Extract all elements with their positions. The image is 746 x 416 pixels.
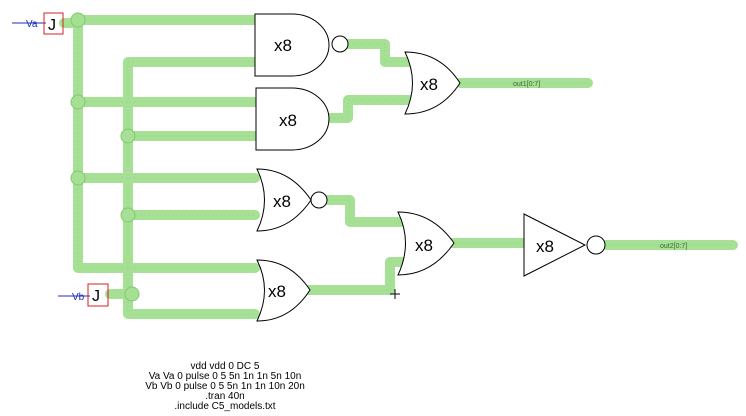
or-gate-bottom-label: x8 xyxy=(268,282,286,301)
wire-nor-to-or2[interactable] xyxy=(323,195,410,227)
or-gate-out1-label: x8 xyxy=(420,75,438,94)
netlist-line: .include C5_models.txt xyxy=(174,401,276,412)
or-gate-out2-body xyxy=(397,211,455,276)
wire-vb-bus[interactable] xyxy=(105,57,260,319)
output-label-out1: out1[0:7] xyxy=(513,81,540,88)
or-gate-out1[interactable]: x8 xyxy=(404,51,461,115)
source-va[interactable]: Va J xyxy=(12,12,64,35)
nand-gate-body xyxy=(254,13,330,77)
crosshair-cursor-icon xyxy=(390,289,400,299)
wires xyxy=(59,15,738,319)
or-gate-out2[interactable]: x8 xyxy=(397,211,455,276)
source-vb-box[interactable] xyxy=(87,283,109,307)
source-vb-label: Vb xyxy=(72,292,85,303)
junction-dot xyxy=(120,128,136,144)
netlist-line: vdd vdd 0 DC 5 xyxy=(190,361,260,372)
inverter-body xyxy=(523,213,587,277)
junction-dot xyxy=(124,286,140,302)
nand-gate-label: x8 xyxy=(274,36,292,55)
and-gate-mid[interactable]: x8 xyxy=(255,87,330,151)
junction-dot xyxy=(70,170,86,186)
source-vb[interactable]: Vb J xyxy=(58,283,109,307)
nor-gate-body xyxy=(256,168,312,232)
nor-gate-mid[interactable]: x8 xyxy=(256,168,328,232)
nor-bubble xyxy=(310,191,328,209)
and-gate-label: x8 xyxy=(279,111,297,130)
netlist-line: Va Va 0 pulse 0 5 5n 1n 1n 5n 10n xyxy=(148,371,302,382)
source-va-box[interactable] xyxy=(43,12,64,35)
source-vb-glyph: J xyxy=(92,288,100,305)
junction-dot xyxy=(70,12,86,28)
or-gate-out2-label: x8 xyxy=(415,236,433,255)
netlist-line: .tran 40n xyxy=(205,391,245,402)
inverter-bubble xyxy=(586,235,606,255)
junction-dot xyxy=(120,207,136,223)
source-va-label: Va xyxy=(26,19,38,30)
inverter-label: x8 xyxy=(536,237,554,256)
source-va-glyph: J xyxy=(48,17,56,34)
inverter-gate[interactable]: x8 xyxy=(523,213,606,277)
or-gate-bottom[interactable]: x8 xyxy=(256,259,311,322)
or-gate-out1-body xyxy=(404,51,461,115)
junction-dot xyxy=(70,94,86,110)
or-gate-bottom-body xyxy=(256,259,311,322)
wire-and-to-or[interactable] xyxy=(325,95,420,123)
nand-bubble xyxy=(331,35,349,53)
spice-netlist: vdd vdd 0 DC 5 Va Va 0 pulse 0 5 5n 1n 1… xyxy=(120,362,330,412)
wire-nand-to-or[interactable] xyxy=(343,39,420,67)
nand-gate-top[interactable]: x8 xyxy=(254,13,349,77)
wire-texture xyxy=(77,19,733,315)
nor-gate-label: x8 xyxy=(273,192,291,211)
netlist-line: Vb Vb 0 pulse 0 5 5n 1n 1n 10n 20n xyxy=(145,381,305,392)
output-label-out2: out2[0:7] xyxy=(660,243,687,250)
and-gate-body xyxy=(255,87,330,151)
junctions xyxy=(70,12,140,302)
wire-orb-to-or2[interactable] xyxy=(301,257,410,295)
